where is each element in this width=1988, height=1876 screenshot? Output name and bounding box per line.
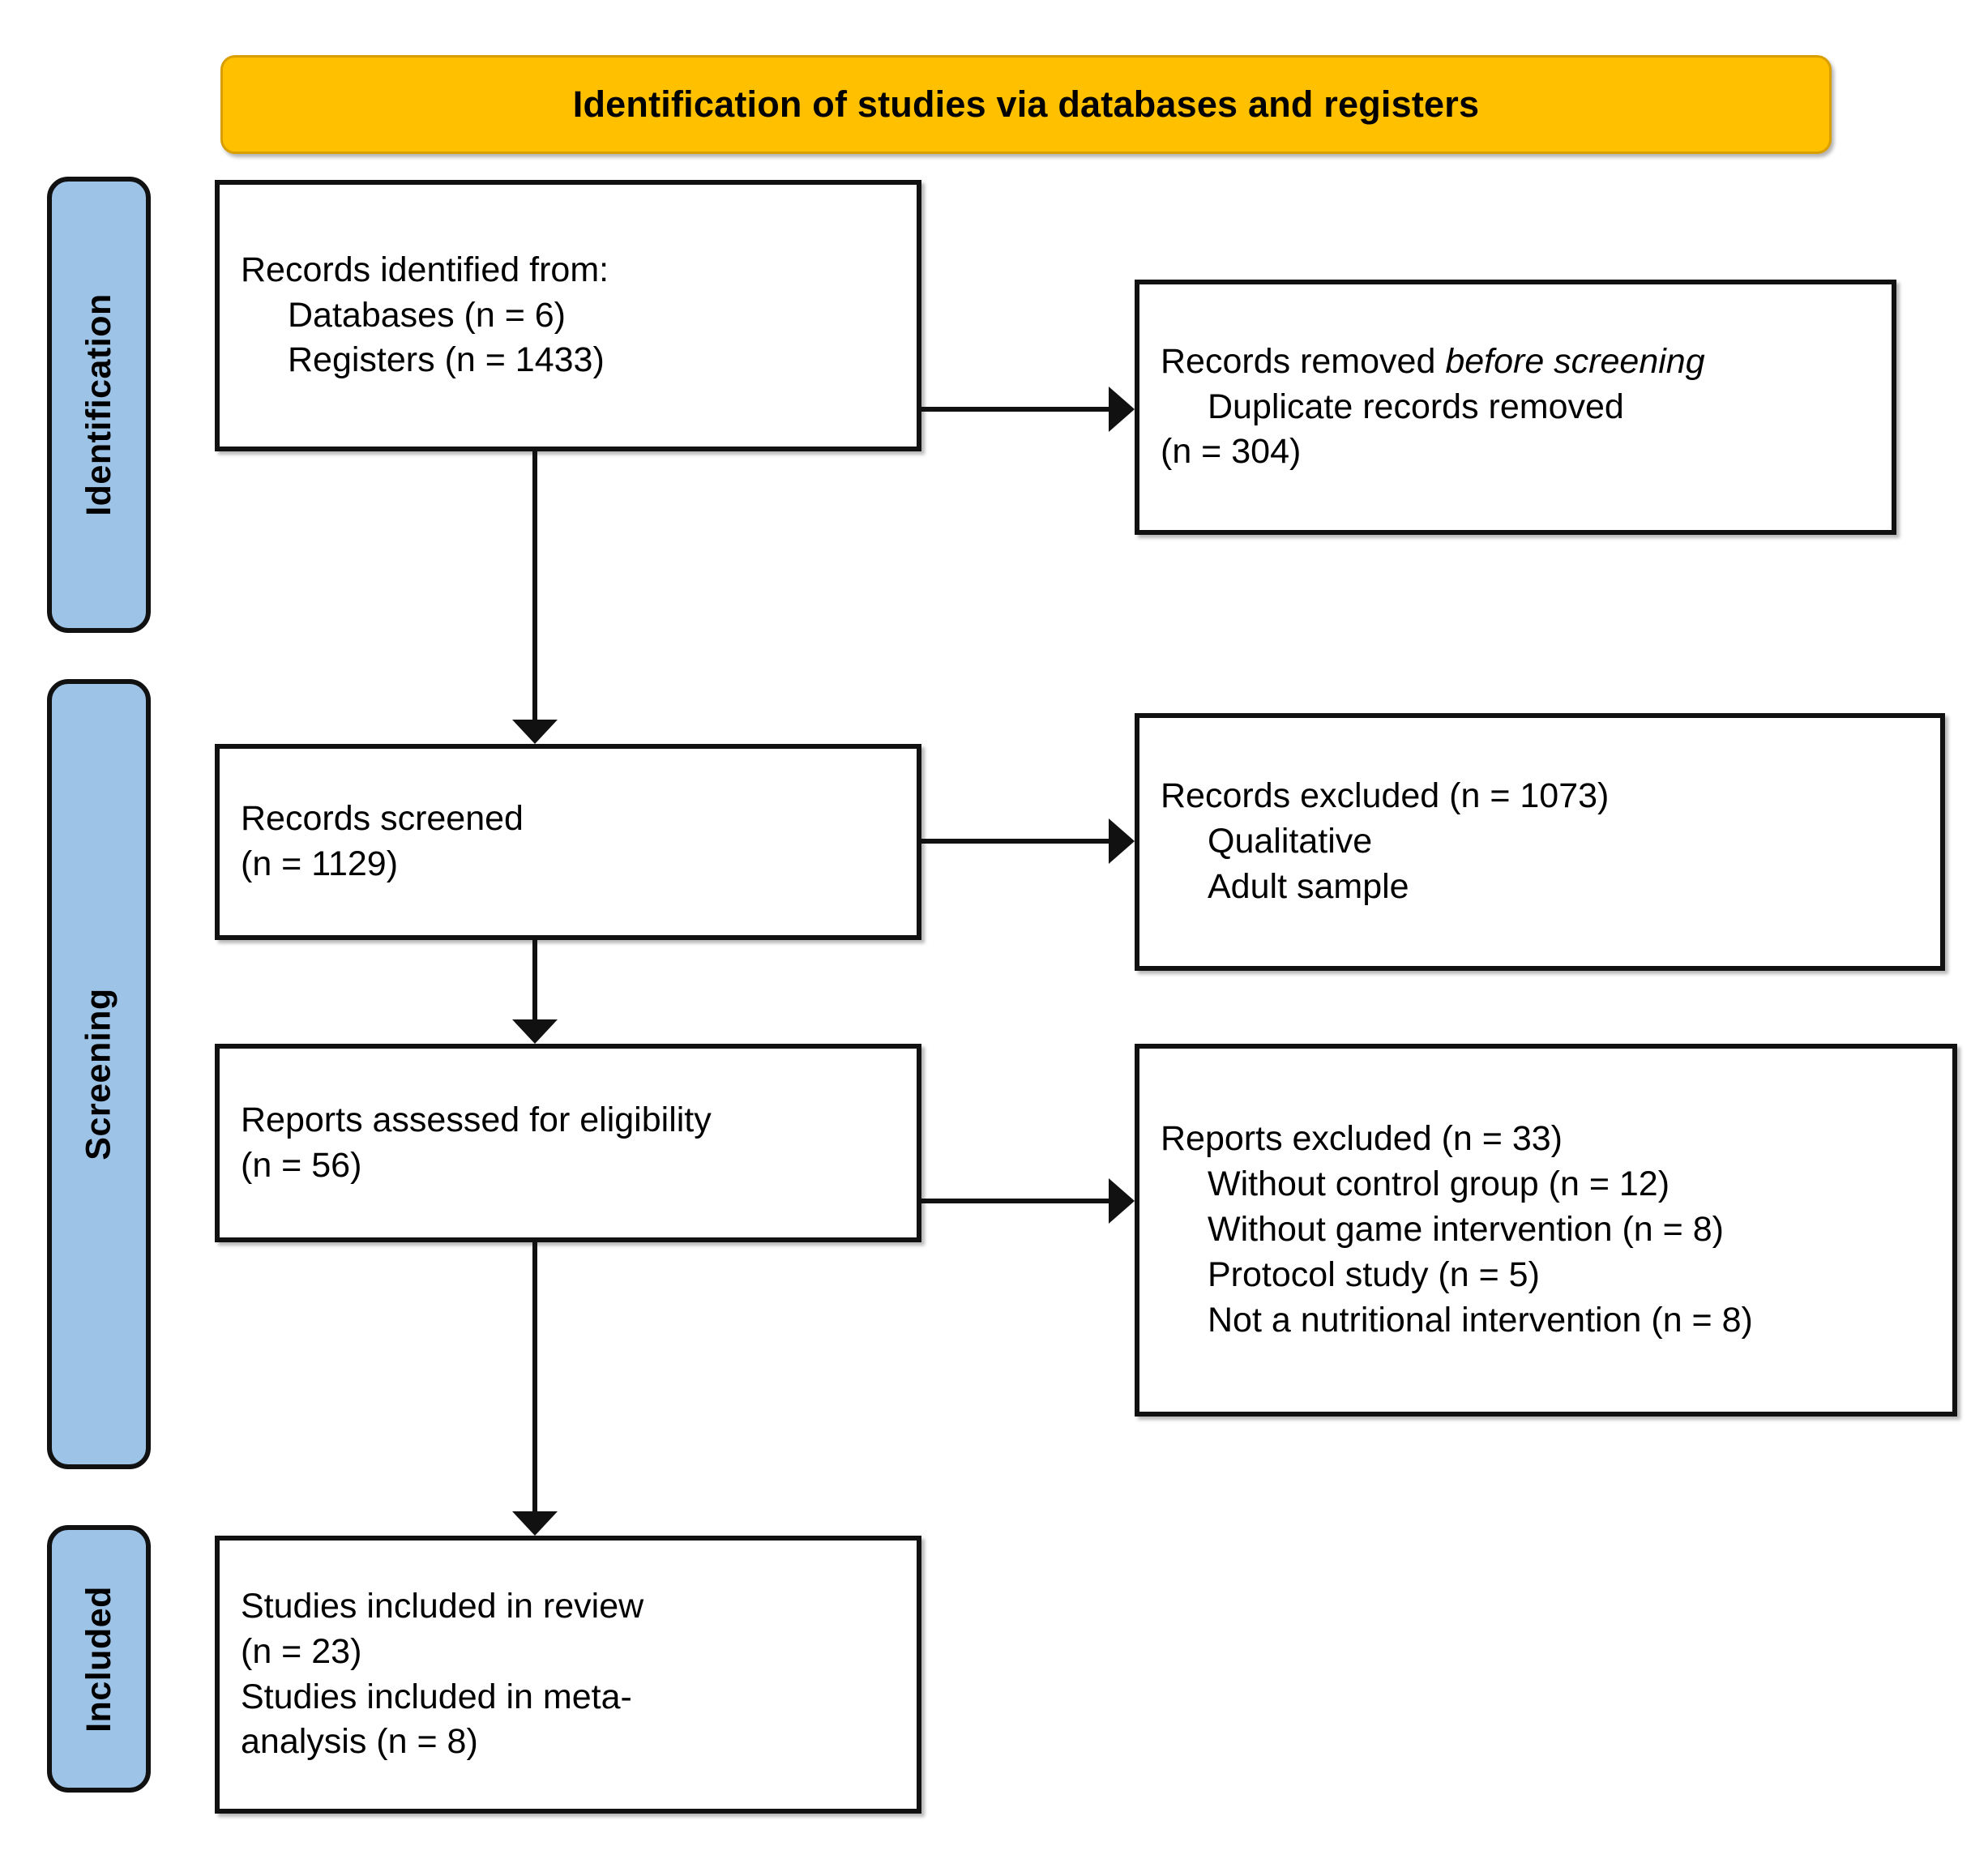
records-excluded-heading: Records excluded (n = 1073) (1161, 776, 1610, 816)
arrow-identified-to-removed (921, 387, 1135, 432)
reports-eligibility-label: Reports assessed for eligibility (241, 1100, 712, 1139)
duplicate-records-count: (n = 304) (1161, 432, 1302, 472)
duplicate-records-removed: Duplicate records removed (1208, 387, 1624, 426)
studies-included-meta-label: Studies included in meta- (241, 1677, 632, 1716)
records-identified-databases: Databases (n = 6) (288, 295, 566, 335)
box-records-removed-before-screening: Records removed before screening Duplica… (1135, 280, 1896, 535)
records-excluded-reason-qualitative: Qualitative (1208, 822, 1373, 861)
stage-bar-screening: Screening (47, 679, 151, 1469)
records-excluded-reason-adult-sample: Adult sample (1208, 866, 1409, 906)
records-removed-heading-italic: before screening (1445, 341, 1705, 381)
box-reports-excluded: Reports excluded (n = 33) Without contro… (1135, 1044, 1957, 1417)
reports-excluded-reason-protocol-study: Protocol study (n = 5) (1208, 1254, 1540, 1294)
records-identified-registers: Registers (n = 1433) (288, 340, 605, 380)
arrow-screened-to-records-excluded (921, 818, 1135, 864)
arrow-eligibility-to-included (512, 1242, 558, 1536)
studies-included-review-count: (n = 23) (241, 1631, 362, 1671)
reports-excluded-reason-no-game-intervention: Without game intervention (n = 8) (1208, 1210, 1724, 1250)
reports-excluded-reason-no-control-group: Without control group (n = 12) (1208, 1164, 1670, 1204)
stage-label-screening: Screening (79, 988, 118, 1160)
arrow-screened-to-eligibility (512, 940, 558, 1044)
arrow-eligibility-to-reports-excluded (921, 1178, 1135, 1224)
stage-label-identification: Identification (79, 293, 118, 516)
records-screened-count: (n = 1129) (241, 844, 399, 883)
box-records-screened: Records screened (n = 1129) (215, 744, 921, 940)
box-records-identified: Records identified from: Databases (n = … (215, 180, 921, 451)
studies-included-review-label: Studies included in review (241, 1586, 644, 1626)
box-studies-included: Studies included in review (n = 23) Stud… (215, 1536, 921, 1814)
studies-included-meta-count: analysis (n = 8) (241, 1722, 478, 1762)
box-reports-assessed-for-eligibility: Reports assessed for eligibility (n = 56… (215, 1044, 921, 1242)
arrow-identified-to-screened (512, 451, 558, 744)
reports-excluded-heading: Reports excluded (n = 33) (1161, 1119, 1563, 1159)
records-screened-label: Records screened (241, 799, 524, 839)
diagram-header-banner: Identification of studies via databases … (220, 55, 1832, 154)
stage-label-included: Included (79, 1585, 118, 1733)
box-records-excluded: Records excluded (n = 1073) Qualitative … (1135, 713, 1945, 971)
stage-bar-identification: Identification (47, 177, 151, 633)
stage-bar-included: Included (47, 1525, 151, 1793)
records-removed-heading-plain: Records removed (1161, 341, 1446, 381)
reports-excluded-reason-not-nutritional: Not a nutritional intervention (n = 8) (1208, 1300, 1753, 1340)
page-title: Identification of studies via databases … (572, 83, 1480, 125)
reports-eligibility-count: (n = 56) (241, 1145, 362, 1185)
records-removed-heading: Records removed before screening (1161, 340, 1870, 385)
records-identified-line-1: Records identified from: (241, 250, 609, 289)
